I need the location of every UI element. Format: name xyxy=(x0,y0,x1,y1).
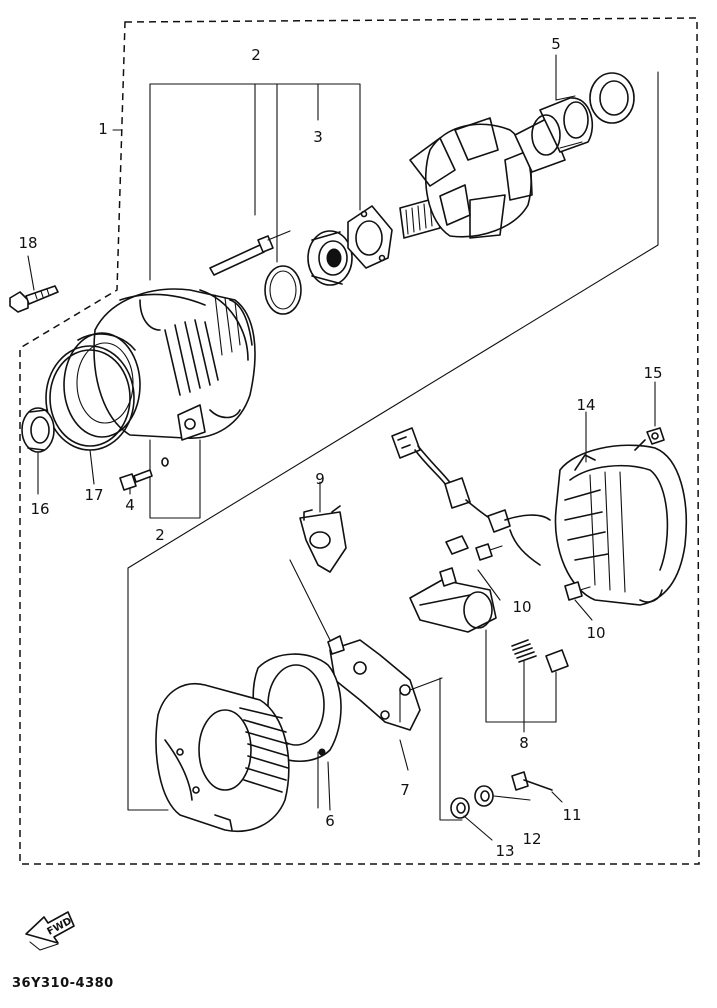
oil-seal xyxy=(21,407,55,453)
brush-holder-plate xyxy=(327,635,421,731)
rear-cover xyxy=(554,439,688,606)
regulator-9 xyxy=(299,505,347,573)
callout-14: 14 xyxy=(576,396,595,414)
bearing-retainer xyxy=(347,205,393,269)
part-8-bracket xyxy=(485,629,557,723)
bearing xyxy=(307,230,353,286)
rotor-assembly xyxy=(399,95,594,239)
callout-18: 18 xyxy=(18,234,37,252)
callout-13: 13 xyxy=(495,842,514,860)
flange-bolt xyxy=(9,285,59,313)
rear-bracket xyxy=(155,683,290,832)
fwd-arrow-icon: FWD xyxy=(25,911,75,951)
callout-2-top: 2 xyxy=(251,46,261,64)
brush-spring xyxy=(511,639,569,673)
rectifier-block xyxy=(409,567,497,633)
cap-nut-15 xyxy=(646,427,665,445)
rear-bearing xyxy=(589,72,635,124)
screw-4 xyxy=(119,457,169,491)
callout-3: 3 xyxy=(313,128,323,146)
front-housing xyxy=(63,288,256,441)
callout-5: 5 xyxy=(551,35,561,53)
callout-7: 7 xyxy=(400,781,410,799)
callout-4: 4 xyxy=(125,496,135,514)
leader-lines xyxy=(27,54,656,841)
nut-13 xyxy=(450,797,470,819)
callout-2-bottom: 2 xyxy=(155,526,165,544)
screw-10-b xyxy=(564,581,591,601)
callout-15: 15 xyxy=(643,364,662,382)
screw-11 xyxy=(511,771,553,791)
through-bolt xyxy=(209,230,291,276)
drawing-code: 36Y310-4380 xyxy=(12,976,114,991)
callout-10-b: 10 xyxy=(586,624,605,642)
lower-guide-lines xyxy=(289,559,463,821)
callout-12: 12 xyxy=(522,830,541,848)
lower-bracket xyxy=(149,439,201,519)
part-2-bracket xyxy=(254,83,319,263)
callout-16: 16 xyxy=(30,500,49,518)
callout-11: 11 xyxy=(562,806,581,824)
callout-9: 9 xyxy=(315,470,325,488)
assembly-boundary xyxy=(19,17,700,865)
callout-6: 6 xyxy=(325,812,335,830)
washer-12 xyxy=(474,785,494,807)
callout-1: 1 xyxy=(98,120,108,138)
callout-10-a: 10 xyxy=(512,598,531,616)
callout-17: 17 xyxy=(84,486,103,504)
washer-ring xyxy=(264,265,302,315)
wire-harness xyxy=(391,427,551,566)
callout-8: 8 xyxy=(519,734,529,752)
screw-10-a xyxy=(445,535,503,561)
